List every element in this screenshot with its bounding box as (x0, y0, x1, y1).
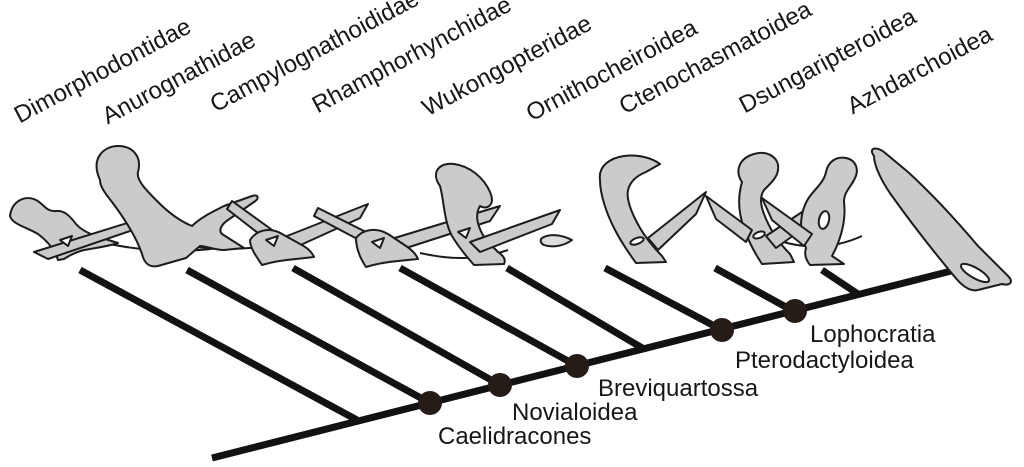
skull-dimorphodontidae (9, 197, 141, 261)
clade-label-novialoidea: Novialoidea (512, 399, 638, 426)
branch-wukongopteridae (505, 264, 646, 353)
branch-dimorphodontidae (78, 266, 359, 424)
node-dot-novialoidea (488, 373, 512, 397)
skull-silhouettes (9, 145, 1012, 292)
branch-anurognathidae (185, 266, 432, 407)
clade-label-pterodactyloidea: Pterodactyloidea (735, 347, 914, 374)
clade-label-breviquartossa: Breviquartossa (598, 375, 759, 402)
skull-wukongopteridae (435, 162, 573, 266)
node-dot-lophocratia (783, 299, 807, 323)
branch-ctenochasmatoidea (713, 264, 797, 316)
skull-azhdarchoidea (870, 147, 1012, 292)
skull-eye-opening (59, 235, 73, 247)
branch-dsungaripteroidea (820, 267, 860, 297)
skull-anurognathidae (95, 145, 259, 268)
skull-dsungaripteroidea (761, 156, 858, 266)
skull-eye-opening (629, 236, 645, 246)
node-dots (418, 299, 807, 415)
node-dot-caelidracones (418, 391, 442, 415)
skull-ornithocheiroidea (598, 154, 707, 264)
node-dot-pterodactyloidea (710, 318, 734, 342)
skull-campylognathoididae (226, 200, 369, 266)
node-dot-breviquartossa (565, 354, 589, 378)
clade-label-lophocratia: Lophocratia (810, 321, 936, 348)
clade-label-caelidracones: Caelidracones (438, 423, 592, 450)
skull-eye-opening (817, 210, 831, 230)
branch-ornithocheiroidea (603, 264, 724, 334)
skull-eye-opening (265, 235, 279, 247)
skull-eye-opening (752, 230, 766, 240)
skull-eye-opening (457, 227, 471, 239)
skull-eye-opening (371, 237, 385, 249)
skull-slot-opening (959, 262, 991, 284)
skull-tooth-tip (539, 234, 573, 248)
branch-rhamphorhynchidae (398, 264, 579, 370)
branch-campylognathoididae (291, 264, 502, 389)
